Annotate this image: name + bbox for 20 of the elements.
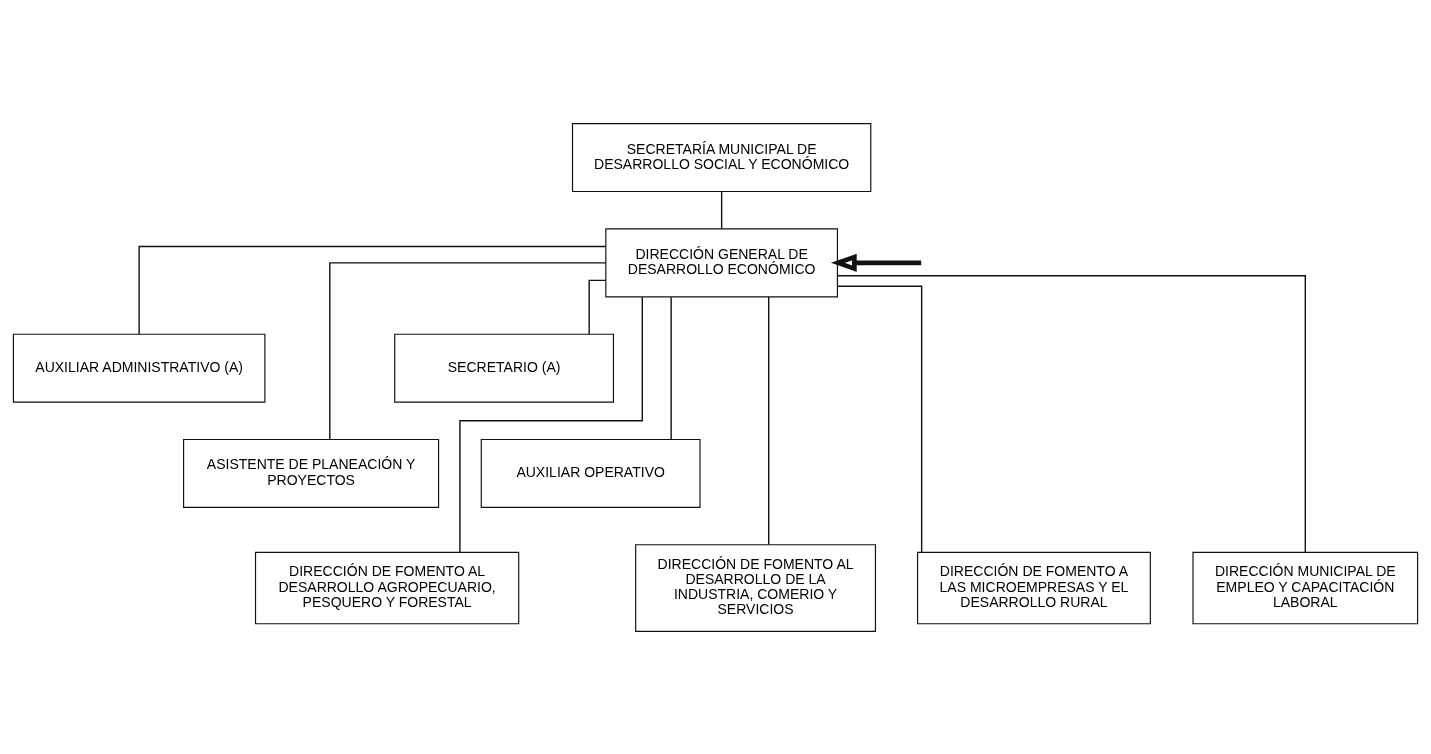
node-box: DIRECCIÓN DE FOMENTO A LAS MICROEMPRESAS Y EL DESARROLLO RURAL xyxy=(916,551,1151,624)
connector xyxy=(836,274,1306,553)
connector xyxy=(138,245,607,335)
connector xyxy=(768,295,770,545)
node-box: SECRETARIO (A) xyxy=(394,333,615,403)
node-box: AUXILIAR OPERATIVO xyxy=(480,438,701,508)
node-box: ASISTENTE DE PLANEACIÓN Y PROYECTOS xyxy=(183,438,440,508)
arrow xyxy=(830,253,922,272)
connector xyxy=(670,295,672,440)
node-box: SECRETARÍA MUNICIPAL DE DESARROLLO SOCIAL Y ECONÓMICO xyxy=(571,122,872,192)
connector xyxy=(329,261,607,440)
node-box: AUXILIAR ADMINISTRATIVO (A) xyxy=(12,333,266,403)
node-box: DIRECCIÓN GENERAL DE DESARROLLO ECONÓMICO xyxy=(605,227,839,297)
connector xyxy=(588,279,607,335)
node-box: DIRECCIÓN DE FOMENTO AL DESARROLLO DE LA INDUSTRIA, COMERIO Y SERVICIOS xyxy=(635,543,877,632)
connector xyxy=(837,285,923,553)
connector xyxy=(720,190,723,229)
node-box: DIRECCIÓN MUNICIPAL DE EMPLEO Y CAPACITACIÓN LABORAL xyxy=(1192,551,1419,624)
node-box: DIRECCIÓN DE FOMENTO AL DESARROLLO AGROPECUARIO, PESQUERO Y FORESTAL xyxy=(254,551,520,624)
connector xyxy=(459,295,643,553)
